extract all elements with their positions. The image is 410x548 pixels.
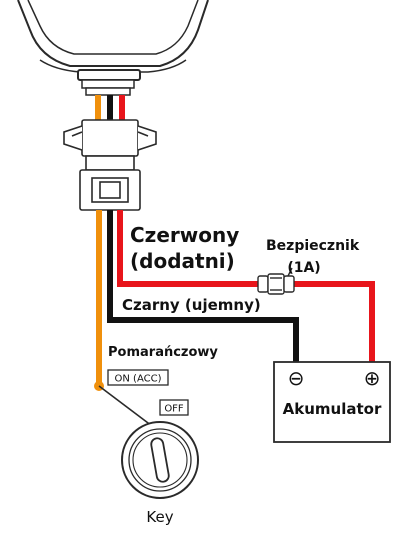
cable-sleeve	[81, 79, 135, 96]
black-wire-label: Czarny (ujemny)	[122, 296, 261, 314]
battery-positive-icon: ⊕	[364, 366, 381, 390]
switch-off-tag	[159, 399, 189, 416]
battery	[273, 361, 391, 443]
switch-on-tag	[107, 369, 169, 386]
red-wire-label-line1: Czerwony	[130, 223, 239, 247]
fuse-label-line1: Bezpiecznik	[266, 238, 360, 254]
battery-negative-icon: ⊖	[288, 366, 305, 390]
red-wire-label-line2: (dodatni)	[130, 249, 235, 273]
upper-wires	[95, 95, 125, 122]
key-label: Key	[146, 508, 173, 526]
key-switch-icon	[121, 421, 199, 499]
black-wire	[107, 210, 299, 362]
connector-plug	[63, 119, 157, 211]
orange-wire-label: Pomarańczowy	[108, 345, 218, 360]
red-wire	[117, 210, 375, 362]
device-housing	[17, 0, 209, 81]
battery-label: Akumulator	[283, 400, 382, 418]
fuse-icon	[257, 267, 295, 295]
switch-on-label: ON (ACC)	[115, 374, 162, 385]
fuse-label-line2: (1A)	[287, 260, 320, 276]
switch-off-label: OFF	[164, 404, 184, 415]
